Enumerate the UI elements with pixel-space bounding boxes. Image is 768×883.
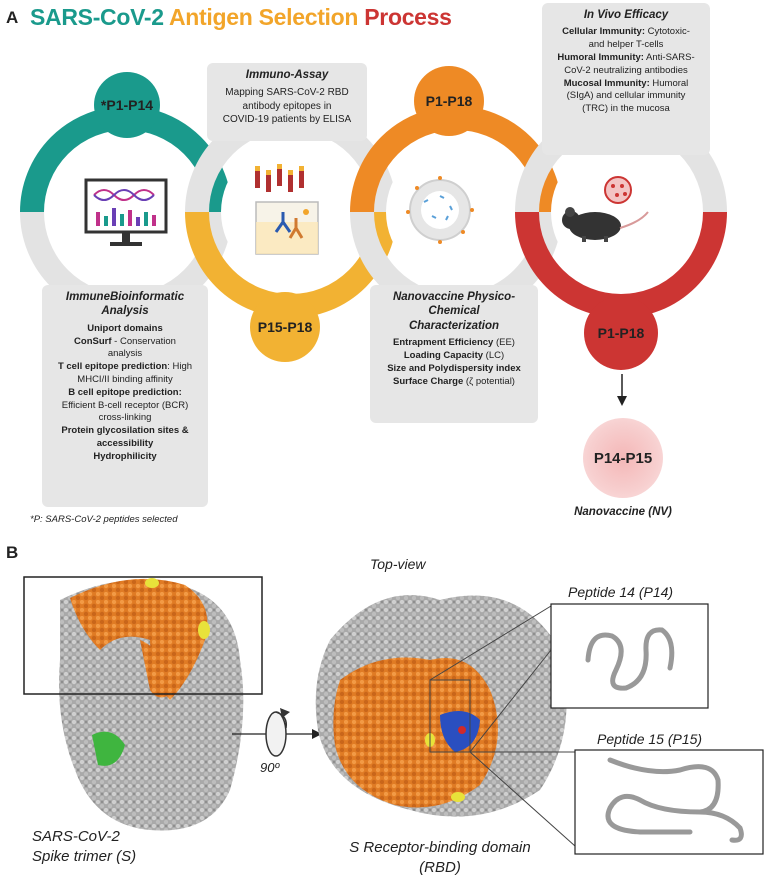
mucosal-immunity-label: Mucosal Immunity: — [563, 77, 650, 89]
consurf-text-2: analysis — [107, 348, 143, 360]
nanoparticle-icon — [406, 176, 474, 244]
monitor-icon — [84, 178, 168, 246]
spike-label: SARS-CoV-2 Spike trimer (S) — [32, 828, 137, 865]
immunoassay-line: Mapping SARS-CoV-2 RBD — [225, 87, 349, 99]
ee-label: Entrapment Efficiency — [393, 337, 494, 349]
p14-box — [550, 603, 709, 709]
glycosilation-row: Protein glycosilation sites & — [61, 425, 189, 437]
top-view-label: Top-view — [370, 556, 426, 572]
title-part-1: SARS-CoV-2 — [30, 4, 164, 30]
immunoassay-heading: Immuno-Assay — [245, 69, 329, 81]
bioinformatic-heading: ImmuneBioinformatic Analysis — [65, 291, 185, 318]
panel-a-title: SARS-CoV-2 Antigen Selection Process — [30, 4, 452, 31]
ee-text: (EE) — [493, 337, 515, 349]
size-row: Size and Polydispersity index — [387, 362, 521, 374]
zoom-connectors — [429, 605, 576, 847]
ring-1 — [20, 106, 232, 318]
consurf-label: ConSurf — [74, 335, 112, 347]
cellular-immunity-text: Cytotoxic- — [645, 26, 690, 38]
title-part-3: Process — [364, 4, 452, 30]
node-p1-p14: *P1-P14 — [94, 72, 160, 138]
bioinformatic-box: ImmuneBioinformatic Analysis Uniport dom… — [42, 285, 208, 507]
mucosal-immunity-text-3: (TRC) in the mucosa — [582, 103, 670, 115]
ring-2 — [185, 106, 397, 318]
ring-3 — [350, 106, 562, 318]
bcell-text-2: cross-linking — [98, 412, 152, 424]
bcell-label: B cell epitope prediction: — [68, 386, 182, 398]
footnote: *P: SARS-CoV-2 peptides selected — [30, 514, 178, 525]
spike-zoom-box — [23, 576, 263, 695]
immunoassay-box: Immuno-Assay Mapping SARS-CoV-2 RBD anti… — [207, 63, 367, 141]
invivo-box: In Vivo Efficacy Cellular Immunity: Cyto… — [542, 3, 710, 155]
mucosal-immunity-text: Humoral — [649, 77, 689, 89]
consurf-text: - Conservation — [111, 335, 176, 347]
node-p15-p18: P15-P18 — [250, 292, 320, 362]
elisa-icon — [255, 164, 319, 255]
virus-icon — [604, 176, 632, 204]
rbd-zoom-box — [429, 679, 471, 753]
nanovaccine-heading: Nanovaccine Physico- Chemical Characteri… — [392, 291, 516, 332]
charge-text: (ζ potential) — [463, 375, 515, 387]
lc-label: Loading Capacity — [403, 349, 484, 361]
humoral-immunity-text-2: CoV-2 neutralizing antibodies — [564, 64, 688, 76]
invivo-heading: In Vivo Efficacy — [583, 9, 669, 21]
spike-trimer-structure — [59, 578, 244, 831]
tcell-label: T cell epitope prediction — [57, 361, 168, 373]
bcell-text: Efficient B-cell receptor (BCR) — [61, 399, 189, 411]
accessibility-row: accessibility — [96, 438, 154, 450]
charge-label: Surface Charge — [393, 375, 464, 387]
uniport-row: Uniport domains — [87, 322, 163, 334]
humoral-immunity-text: Anti-SARS- — [643, 52, 695, 63]
node-p14-p15-final: P14-P15 — [583, 418, 663, 498]
cellular-immunity-label: Cellular Immunity: — [562, 26, 645, 38]
rotation-arrow — [232, 708, 322, 757]
immunoassay-line: COVID-19 patients by ELISA — [222, 114, 352, 126]
p15-label: Peptide 15 (P15) — [597, 731, 703, 747]
rotation-label: 90º — [260, 760, 280, 775]
panel-b-letter: B — [6, 543, 19, 562]
p14-label: Peptide 14 (P14) — [568, 584, 674, 600]
rbd-label: S Receptor-binding domain (RBD) — [349, 839, 531, 876]
hydrophilicity-row: Hydrophilicity — [93, 450, 157, 462]
p15-ribbon — [605, 757, 744, 843]
p14-ribbon — [585, 627, 675, 691]
p15-box — [574, 749, 764, 855]
lc-text: (LC) — [483, 349, 505, 361]
nanovaccine-label: Nanovaccine (NV) — [574, 506, 672, 518]
cellular-immunity-text-2: and helper T-cells — [588, 39, 664, 51]
nanovaccine-box: Nanovaccine Physico- Chemical Characteri… — [370, 285, 538, 423]
mouse-icon — [562, 207, 649, 242]
tcell-text-2: MHCI/II binding affinity — [77, 374, 173, 385]
rbd-structure — [315, 595, 567, 817]
node-p1-p18-orange: P1-P18 — [414, 66, 484, 136]
panel-a-letter: A — [6, 8, 19, 27]
arrow-down — [617, 374, 627, 406]
tcell-text: : High — [167, 361, 193, 373]
node-p1-p18-red: P1-P18 — [584, 296, 658, 370]
immunoassay-line: antibody epitopes in — [242, 100, 332, 112]
title-part-2: Antigen Selection — [169, 4, 359, 30]
humoral-immunity-label: Humoral Immunity: — [557, 52, 644, 63]
mucosal-immunity-text-2: (SIgA) and cellular immunity — [566, 90, 686, 102]
